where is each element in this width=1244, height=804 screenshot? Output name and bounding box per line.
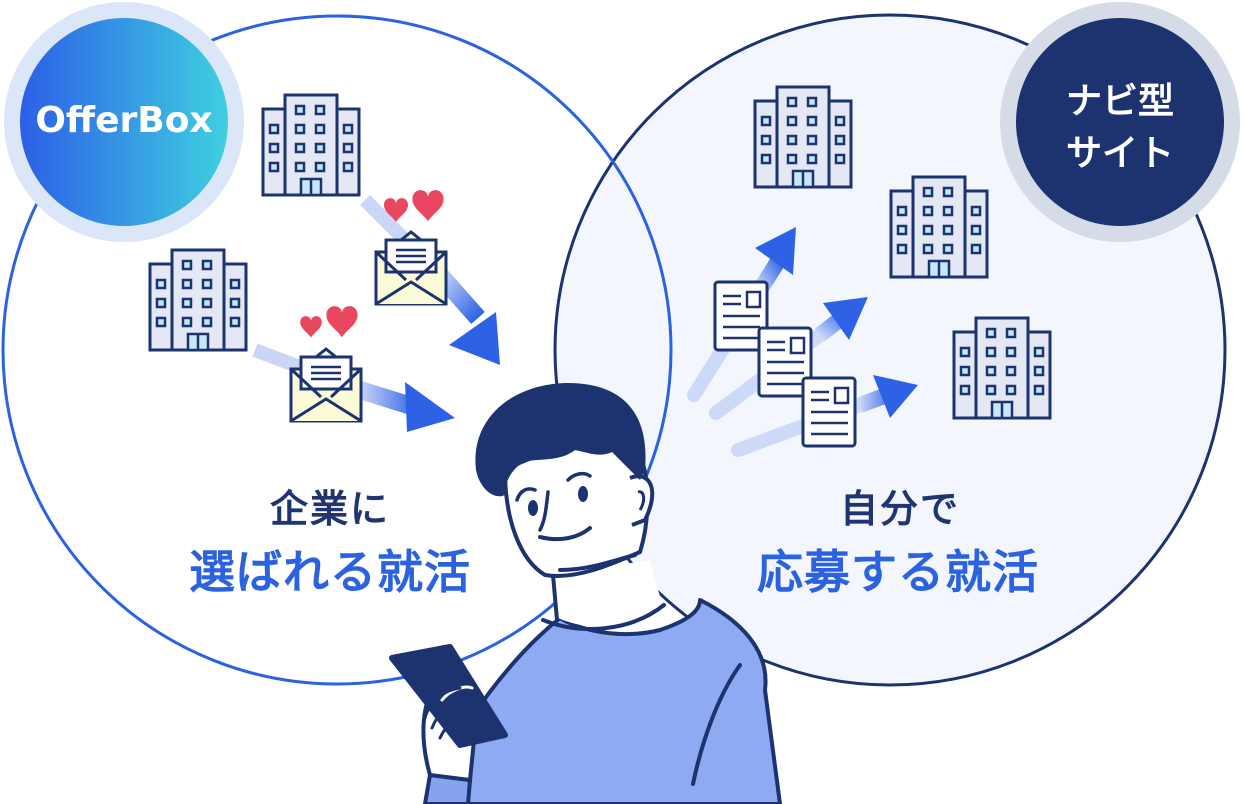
- offerbox-badge-label: OfferBox: [35, 100, 213, 141]
- building-icon: [952, 316, 1052, 420]
- heart-icon: [300, 316, 322, 338]
- building-icon: [148, 248, 248, 352]
- left-heading-line2: 選ばれる就活: [150, 536, 510, 606]
- offerbox-circle: [1, 14, 673, 686]
- building-icon: [889, 175, 989, 279]
- person-illustration: [421, 382, 782, 804]
- navi-badge-line1: ナビ型: [1065, 81, 1174, 122]
- navi-site-badge-label: ナビ型 サイト: [1016, 76, 1224, 180]
- building-icon: [753, 85, 853, 189]
- heart-icon: [412, 190, 444, 222]
- navi-badge-line2: サイト: [1065, 133, 1174, 174]
- resume-document-icon: [801, 376, 857, 448]
- envelope-icon: [289, 347, 363, 423]
- left-heading-line1: 企業に: [269, 487, 390, 531]
- heart-icon: [326, 306, 358, 338]
- right-heading-line1: 自分で: [839, 487, 960, 531]
- envelope-icon: [374, 230, 448, 306]
- hand-fingers: [423, 686, 476, 740]
- right-heading-highlight: 応募する就活: [757, 545, 1039, 599]
- offerbox-badge: [4, 2, 244, 242]
- left-heading-highlight: 選ばれる就活: [189, 545, 471, 599]
- building-icon: [261, 93, 361, 197]
- right-heading-line2: 応募する就活: [718, 536, 1078, 606]
- navi-site-badge: [1000, 2, 1240, 242]
